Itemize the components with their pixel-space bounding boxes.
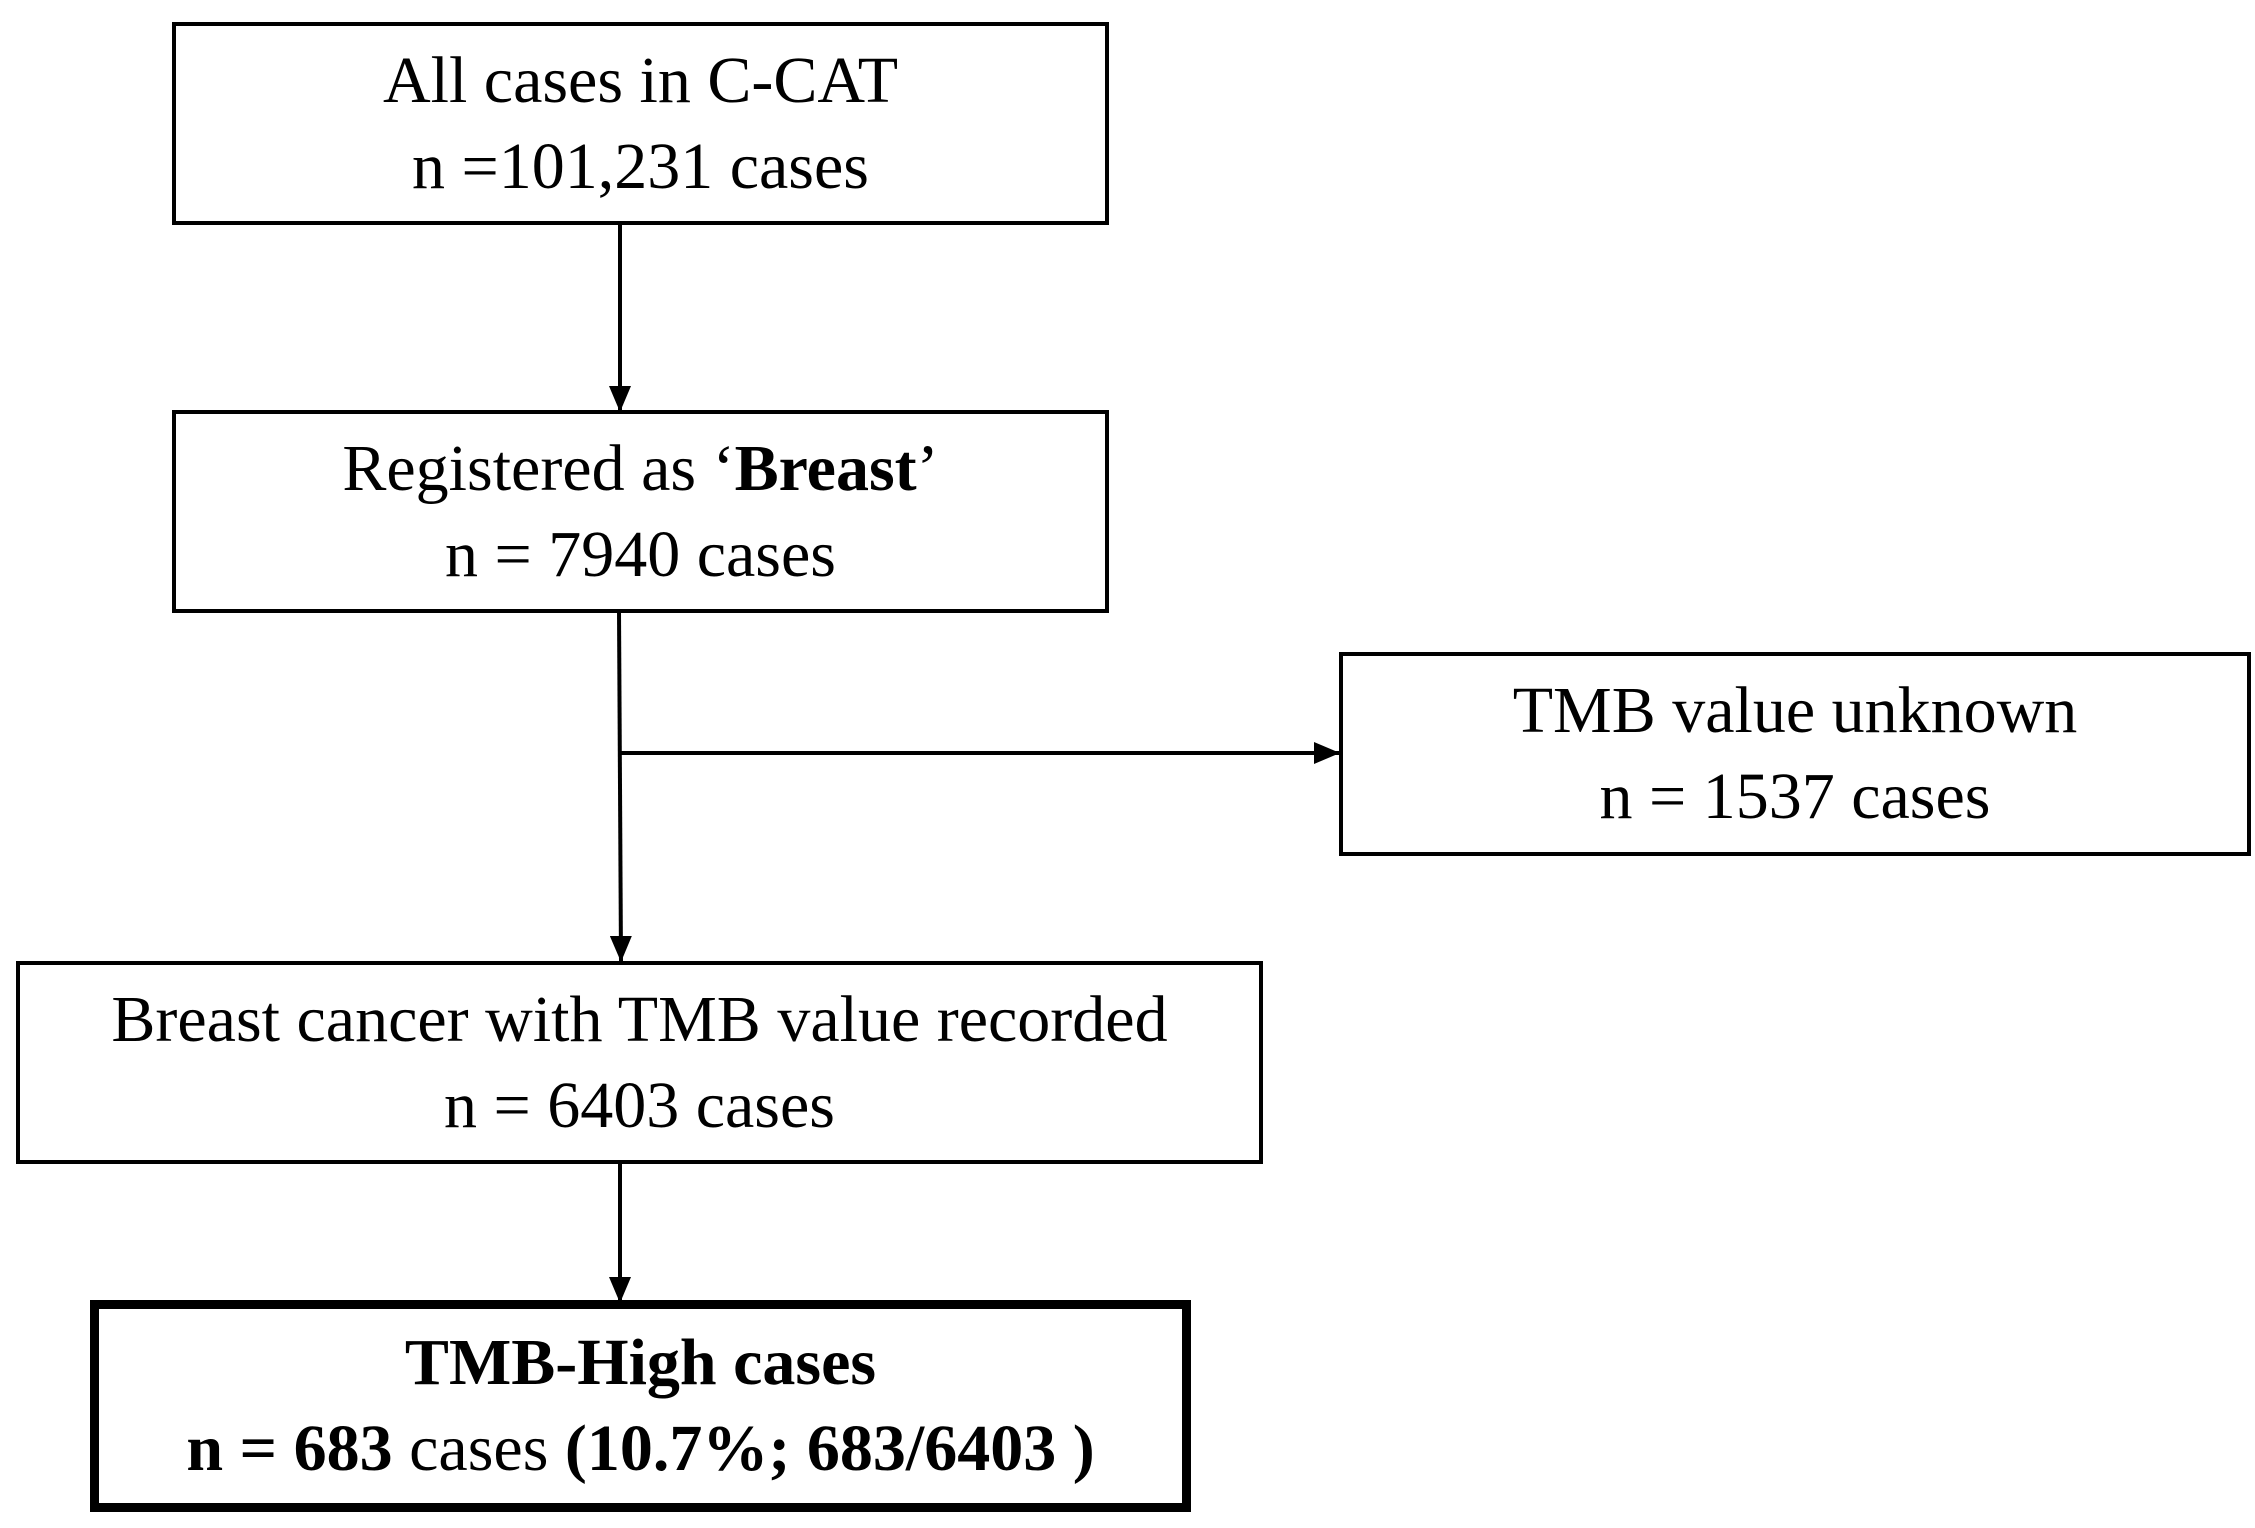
box-tmb-recorded: Breast cancer with TMB value recorded n …	[16, 961, 1263, 1164]
tmb-unknown-count: n = 1537 cases	[1599, 760, 1991, 833]
registered-breast-suffix: ’	[916, 431, 939, 505]
tmb-recorded-count: n = 6403 cases	[444, 1068, 835, 1142]
registered-breast-prefix: Registered as ‘	[342, 431, 735, 505]
tmb-high-n-label: n = 683	[186, 1412, 393, 1485]
all-cases-count: n =101,231 cases	[412, 129, 869, 203]
box-tmb-high: TMB-High cases n = 683 cases (10.7%; 683…	[90, 1300, 1191, 1512]
tmb-high-cases-word: cases	[392, 1412, 565, 1485]
tmb-unknown-title: TMB value unknown	[1512, 674, 2078, 748]
registered-breast-title: Registered as ‘Breast’	[342, 426, 938, 512]
box-tmb-unknown: TMB value unknown n = 1537 cases	[1339, 652, 2251, 856]
registered-breast-count: n = 7940 cases	[445, 517, 836, 591]
box-registered-breast: Registered as ‘Breast’ n = 7940 cases	[172, 410, 1109, 613]
tmb-high-count: n = 683 cases (10.7%; 683/6403 )	[186, 1406, 1094, 1492]
all-cases-title: All cases in C-CAT	[382, 43, 899, 117]
tmb-high-title: TMB-High cases	[404, 1326, 877, 1400]
tmb-high-detail: (10.7%; 683/6403 )	[564, 1412, 1095, 1485]
box-all-cases: All cases in C-CAT n =101,231 cases	[172, 22, 1109, 225]
tmb-recorded-title: Breast cancer with TMB value recorded	[111, 982, 1168, 1056]
arrow-registered-to-recorded	[609, 610, 632, 962]
registered-breast-bold-word: Breast	[734, 431, 917, 505]
